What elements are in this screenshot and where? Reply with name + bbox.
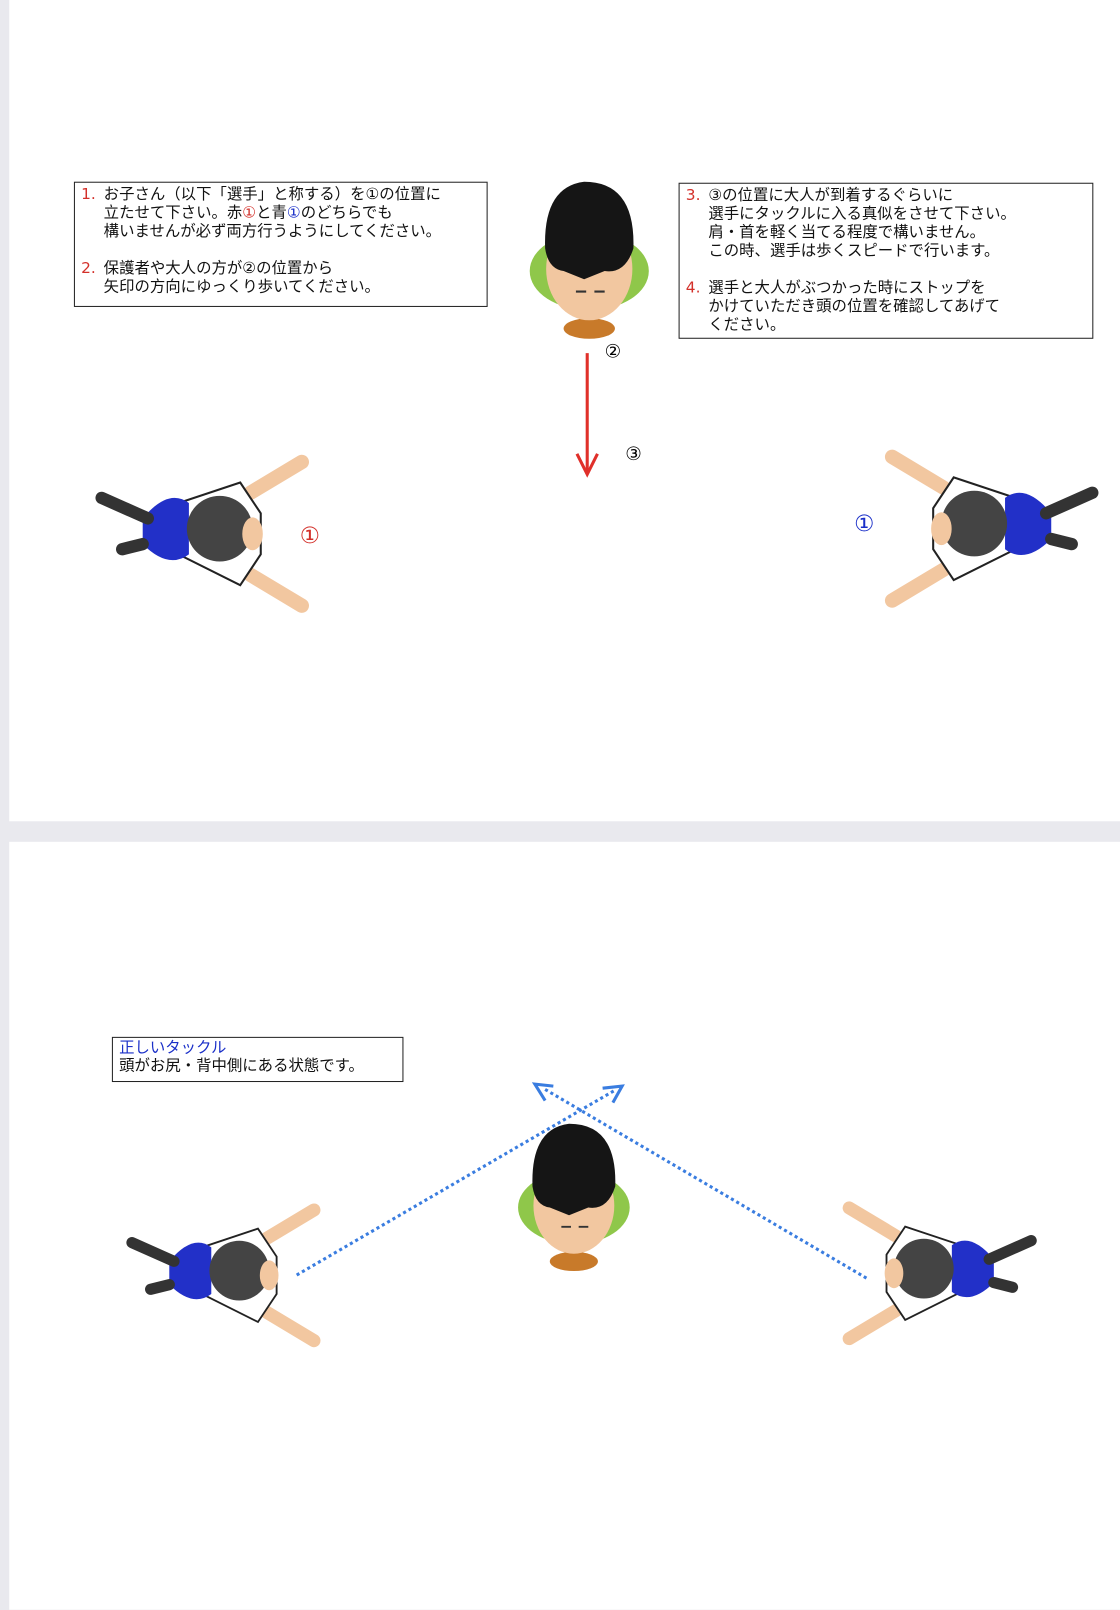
player-right-figure-icon [842, 1201, 1037, 1346]
step1-line1: お子さん（以下「選手」と称する）を①の位置に [103, 184, 441, 204]
instructions-box-left: 1. お子さん（以下「選手」と称する）を①の位置に 立たせて下さい。赤①と青①の… [73, 181, 488, 307]
step4-line3: ください。 [708, 315, 786, 334]
instructions-box-right: 3. ③の位置に大人が到着するぐらいに 選手にタックルに入る真似をさせて下さい。… [678, 182, 1094, 339]
step-number: 3. [685, 185, 701, 205]
page-2: 正しいタックル 頭がお尻・背中側にある状態です。 [9, 841, 1120, 1610]
marker-adult-start: ② [604, 340, 622, 363]
adult-figure-icon [518, 1123, 630, 1272]
step1-line2: 立たせて下さい。赤①と青①のどちらでも [103, 203, 393, 222]
head-position-lines [295, 1082, 868, 1280]
step4-line2: かけていただき頭の位置を確認してあげて [708, 296, 1001, 316]
step-number: 2. [81, 258, 96, 278]
page-1: 1. お子さん（以下「選手」と称する）を①の位置に 立たせて下さい。赤①と青①の… [9, 0, 1120, 822]
marker-player-blue: ① [854, 511, 875, 537]
step2-line2: 矢印の方向にゆっくり歩いてください。 [103, 277, 380, 296]
correct-tackle-desc: 頭がお尻・背中側にある状態です。 [119, 1056, 364, 1075]
marker-adult-end: ③ [625, 443, 642, 466]
player-right-figure-icon [884, 449, 1099, 608]
step-number: 1. [81, 184, 96, 204]
step3-line3: 肩・首を軽く当てる程度で構いません。 [708, 222, 986, 242]
correct-tackle-title: 正しいタックル [119, 1037, 227, 1057]
marker-player-red: ① [299, 523, 321, 550]
step1-line3: 構いませんが必ず両方行うようにしてください。 [103, 221, 442, 241]
step4-line1: 選手と大人がぶつかった時にストップを [708, 278, 986, 297]
correct-tackle-box: 正しいタックル 頭がお尻・背中側にある状態です。 [111, 1036, 404, 1083]
step-number: 4. [685, 278, 701, 297]
player-left-figure-icon [126, 1203, 321, 1348]
step3-line2: 選手にタックルに入る真似をさせて下さい。 [708, 204, 1016, 223]
player-left-figure-icon [95, 454, 310, 613]
step3-line1: ③の位置に大人が到着するぐらいに [708, 185, 954, 205]
adult-figure-icon [529, 181, 649, 339]
walk-direction-arrow [575, 353, 599, 478]
step3-line4: この時、選手は歩くスピードで行います。 [708, 241, 1000, 260]
step2-line1: 保護者や大人の方が②の位置から [103, 258, 334, 278]
